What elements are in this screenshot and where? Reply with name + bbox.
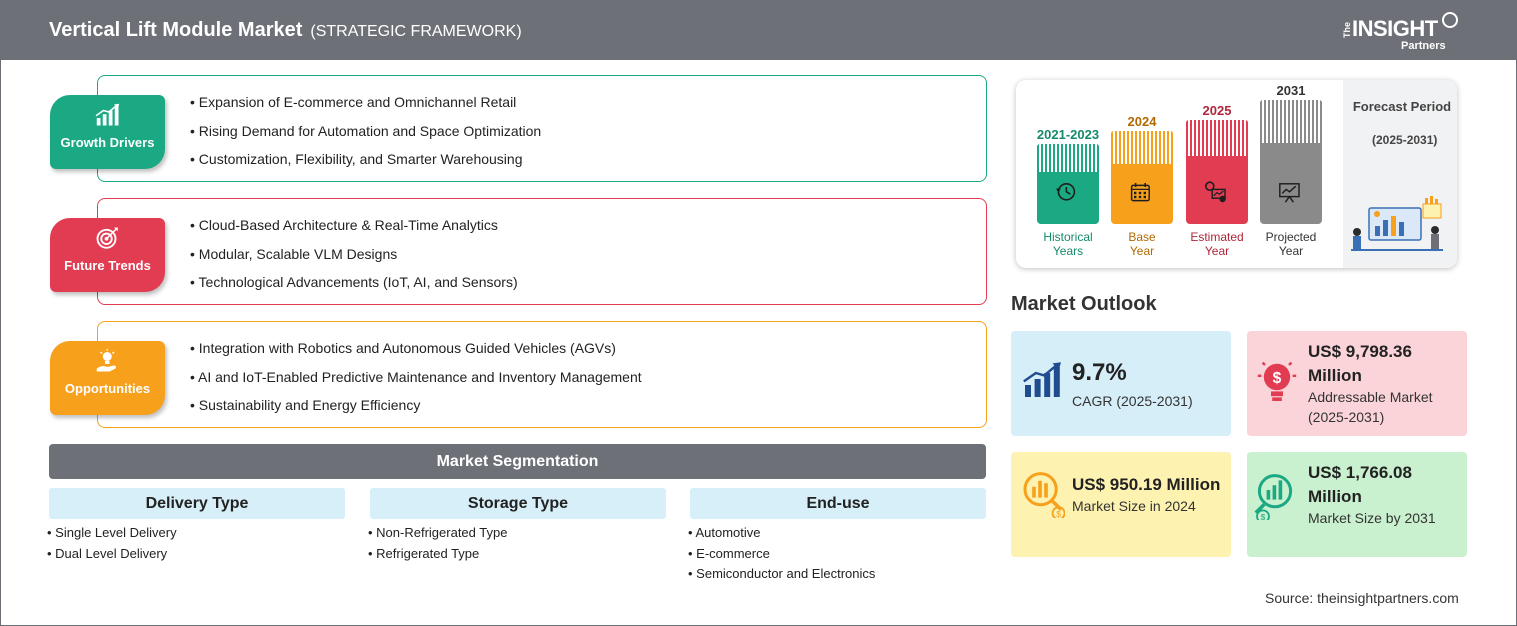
framework-tag-label: Future Trends [64, 258, 151, 273]
segment-item: Single Level Delivery [47, 525, 345, 546]
outlook-value: US$ 950.19 Million [1072, 475, 1221, 494]
timeline-bar [1111, 131, 1173, 224]
framework-item: Customization, Flexibility, and Smarter … [190, 151, 541, 180]
segment-column: End-useAutomotiveE-commerceSemiconductor… [690, 488, 986, 587]
projection-icon [1275, 179, 1307, 216]
timeline-year: 2031 [1276, 83, 1306, 98]
logo-main: INSIGHT [1352, 16, 1438, 41]
bar-stripes [1111, 131, 1173, 164]
framework-row-box: Cloud-Based Architecture & Real-Time Ana… [97, 198, 987, 305]
svg-text:$: $ [1056, 509, 1061, 518]
framework-item: Modular, Scalable VLM Designs [190, 246, 518, 275]
framework-item: Integration with Robotics and Autonomous… [190, 340, 642, 369]
svg-text:$: $ [1273, 370, 1282, 387]
logo-ring-icon [1442, 12, 1458, 28]
bar-stripes [1037, 144, 1099, 172]
logo-sub: Partners [1401, 40, 1446, 52]
outlook-value: 9.7% [1072, 359, 1127, 386]
outlook-caption: Market Size in 2024 [1072, 498, 1196, 514]
segment-item: Dual Level Delivery [47, 546, 345, 567]
framework-item-list: Expansion of E-commerce and Omnichannel … [190, 94, 541, 180]
segment-column: Delivery TypeSingle Level DeliveryDual L… [49, 488, 345, 566]
outlook-value: US$ 1,766.08 Million [1308, 463, 1412, 506]
timeline-year: 2025 [1202, 103, 1232, 118]
timeline-bar [1037, 144, 1099, 224]
outlook-caption: CAGR (2025-2031) [1072, 393, 1193, 409]
svg-text:$: $ [1261, 512, 1266, 520]
segment-item: E-commerce [688, 546, 986, 567]
timeline-bar [1260, 100, 1322, 224]
source-note: Source: theinsightpartners.com [1265, 590, 1459, 606]
framework-row-box: Integration with Robotics and Autonomous… [97, 321, 987, 428]
framework-tag: Future Trends [50, 218, 165, 292]
segment-heading: Delivery Type [49, 488, 345, 519]
forecast-label: Forecast Period [1352, 99, 1452, 114]
timeline-year: 2024 [1127, 114, 1157, 129]
growth-chart-icon [1021, 361, 1065, 414]
analytics-illustration-icon [1351, 196, 1443, 251]
segmentation-title: Market Segmentation [49, 444, 986, 479]
timeline-label: Base [1128, 230, 1156, 244]
market-outlook-title: Market Outlook [1011, 293, 1157, 315]
timeline-label: Years [1052, 244, 1084, 258]
segment-item: Semiconductor and Electronics [688, 566, 986, 587]
outlook-caption: Market Size by 2031 [1308, 510, 1436, 526]
framework-item: Sustainability and Energy Efficiency [190, 397, 642, 426]
timeline-label: Year [1204, 244, 1230, 258]
header-bar: Vertical Lift Module Market (STRATEGIC FR… [0, 0, 1517, 60]
lightbulb-hand-icon [50, 349, 165, 377]
framework-tag-label: Opportunities [64, 381, 151, 396]
outlook-card: 9.7% CAGR (2025-2031) [1011, 331, 1231, 436]
page-subtitle: (STRATEGIC FRAMEWORK) [310, 23, 522, 40]
timeline-label: Historical [1043, 230, 1093, 244]
segment-item-list: Non-Refrigerated TypeRefrigerated Type [368, 525, 666, 566]
page-title: Vertical Lift Module Market (STRATEGIC FR… [49, 19, 522, 42]
forecast-years: (2025-2031) [1372, 133, 1438, 147]
segment-column: Storage TypeNon-Refrigerated TypeRefrige… [370, 488, 666, 566]
timeline-label: Projected [1265, 230, 1317, 244]
outlook-value: US$ 9,798.36 Million [1308, 342, 1412, 385]
framework-item: AI and IoT-Enabled Predictive Maintenanc… [190, 369, 642, 398]
framework-item: Cloud-Based Architecture & Real-Time Ana… [190, 217, 518, 246]
outlook-caption: Addressable Market (2025-2031) [1308, 389, 1433, 425]
timeline-year: 2021-2023 [1036, 127, 1100, 142]
framework-tag: Growth Drivers [50, 95, 165, 169]
growth-chart-icon [50, 103, 165, 131]
calendar-icon [1126, 179, 1158, 216]
segment-item: Non-Refrigerated Type [368, 525, 666, 546]
logo-the: The [1342, 22, 1352, 39]
framework-tag: Opportunities [50, 341, 165, 415]
segment-item: Refrigerated Type [368, 546, 666, 567]
bar-stripes [1186, 120, 1248, 156]
framework-item-list: Integration with Robotics and Autonomous… [190, 340, 642, 426]
money-growth-icon: $ [1253, 472, 1297, 525]
target-icon [50, 226, 165, 254]
timeline-label: Year [1129, 244, 1155, 258]
framework-tag-label: Growth Drivers [60, 135, 155, 150]
insight-partners-logo: The INSIGHT Partners [1340, 12, 1460, 52]
timeline-label: Estimated [1190, 230, 1244, 244]
segment-heading: Storage Type [370, 488, 666, 519]
bar-stripes [1260, 100, 1322, 143]
title-text: Vertical Lift Module Market [49, 19, 303, 41]
segment-item-list: Single Level DeliveryDual Level Delivery [47, 525, 345, 566]
segment-item-list: AutomotiveE-commerceSemiconductor and El… [688, 525, 986, 587]
timeline-label: Year [1278, 244, 1304, 258]
timeline-bar [1186, 120, 1248, 224]
framework-item: Technological Advancements (IoT, AI, and… [190, 274, 518, 303]
framework-item: Expansion of E-commerce and Omnichannel … [190, 94, 541, 123]
money-chart-icon: $ [1021, 470, 1066, 523]
segment-item: Automotive [688, 525, 986, 546]
segment-heading: End-use [690, 488, 986, 519]
lightbulb-money-icon: $ [1255, 359, 1299, 412]
framework-item: Rising Demand for Automation and Space O… [190, 123, 541, 152]
estimate-icon [1201, 179, 1233, 216]
history-icon [1052, 179, 1084, 216]
framework-item-list: Cloud-Based Architecture & Real-Time Ana… [190, 217, 518, 303]
framework-row-box: Expansion of E-commerce and Omnichannel … [97, 75, 987, 182]
